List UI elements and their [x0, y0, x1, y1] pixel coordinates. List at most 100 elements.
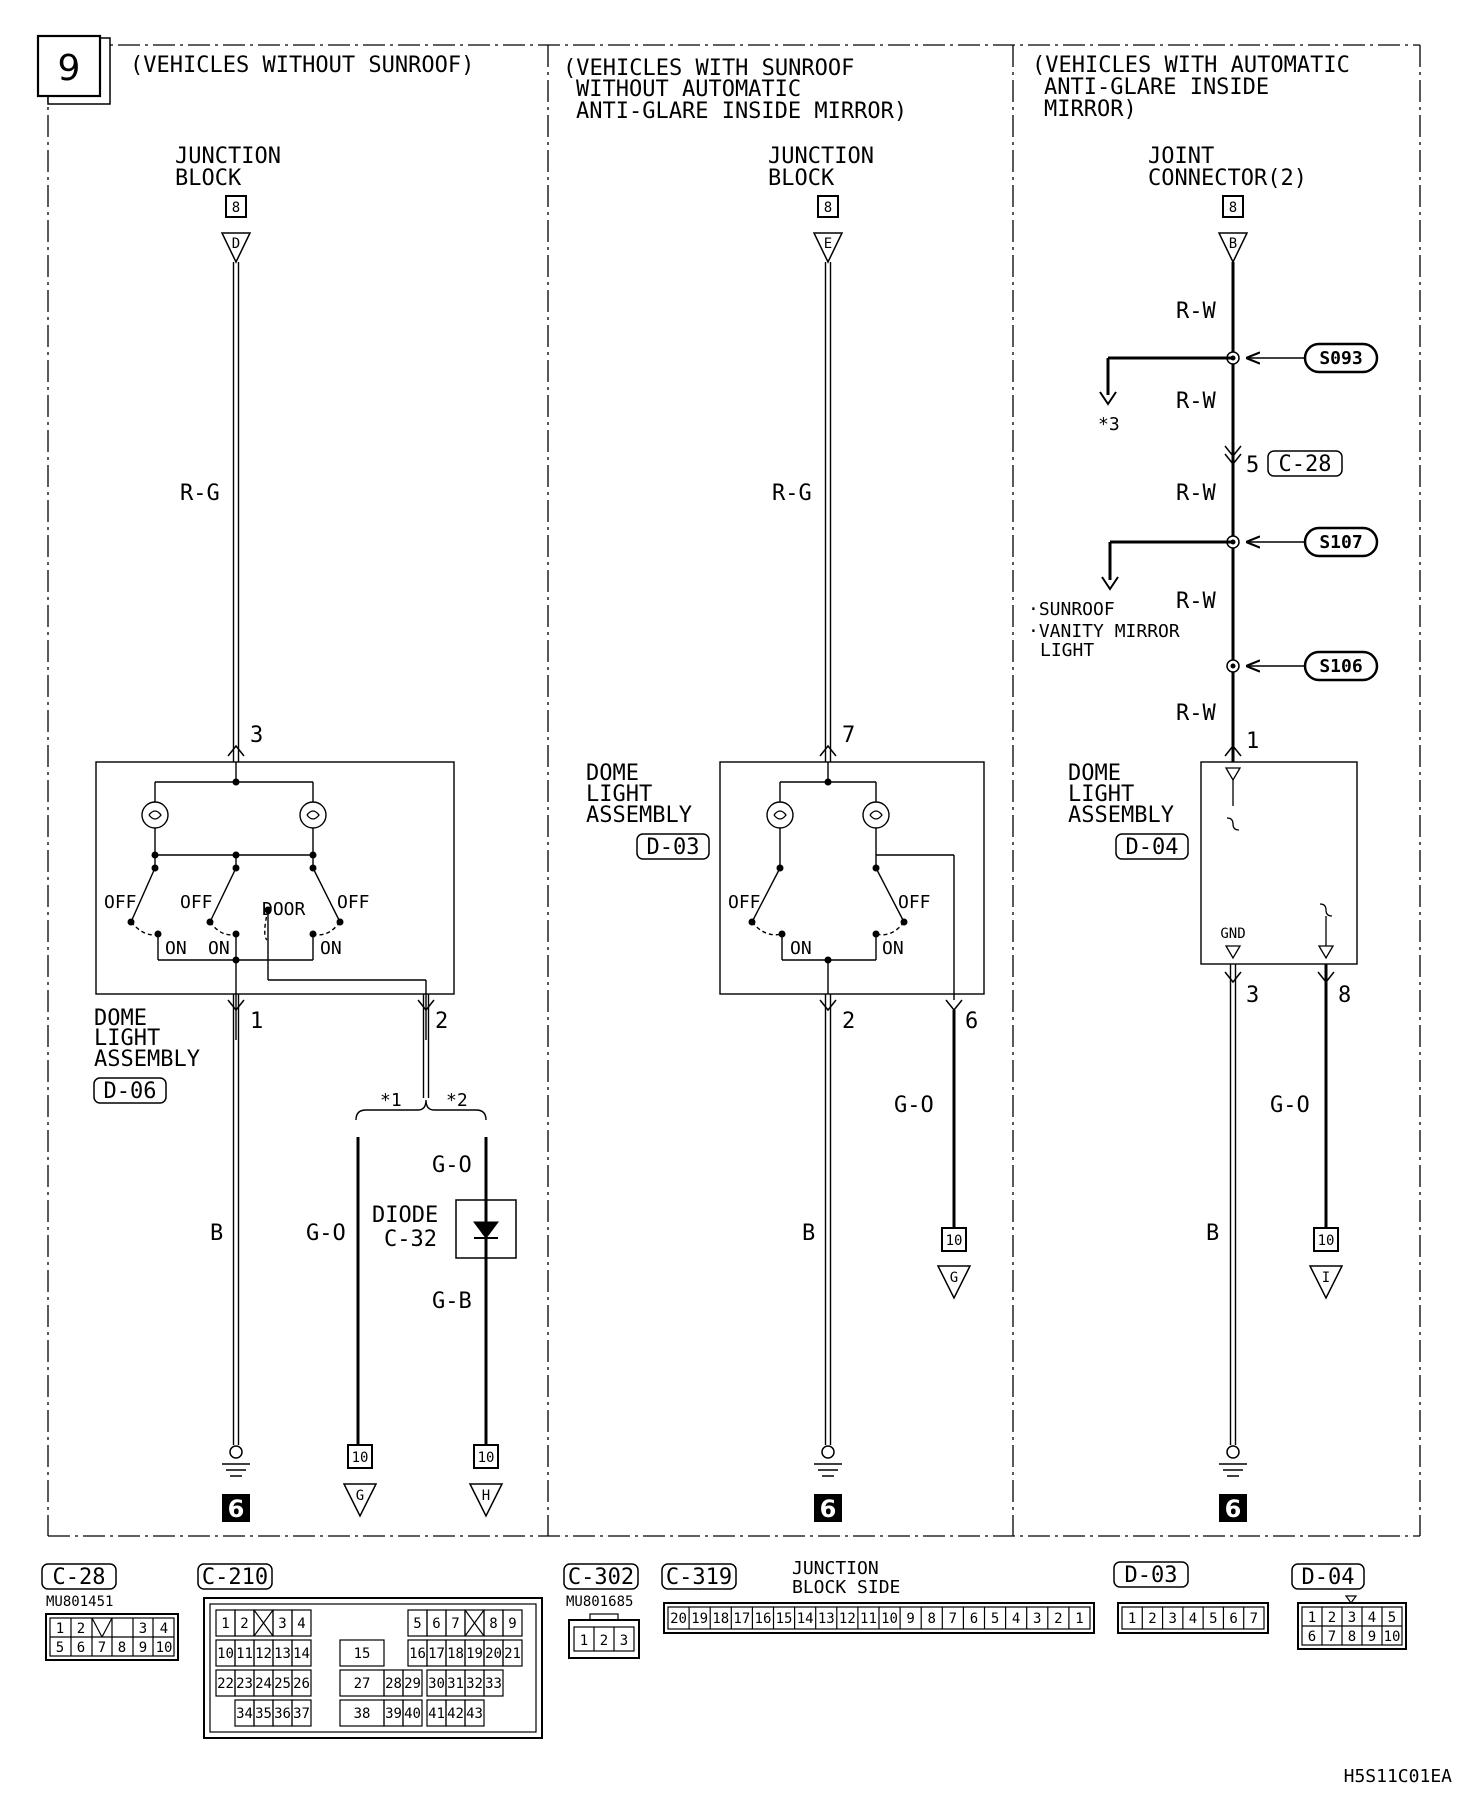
s3-splice-3: S106: [1319, 656, 1362, 677]
c210-pin: 38: [354, 1706, 371, 1722]
c210-pin: 8: [489, 1616, 497, 1632]
s2-comp-label-1: DOME: [586, 761, 639, 786]
s3-wire-rw-4: R-W: [1176, 589, 1216, 614]
c210-pin: 4: [297, 1616, 305, 1632]
d03-pin: 2: [1148, 1611, 1156, 1627]
d04-pin: 7: [1328, 1629, 1336, 1645]
section-3-title-line-3: MIRROR): [1044, 97, 1137, 122]
s2-comp-label-2: LIGHT: [586, 782, 652, 807]
d04-pin: 8: [1348, 1629, 1356, 1645]
s1-dome-light-box: [95, 761, 455, 995]
c210-pin: 39: [385, 1706, 402, 1722]
c319-pin: 8: [928, 1611, 936, 1627]
s2-dome-light-box: [719, 761, 985, 995]
section-2-title-line-3: ANTI-GLARE INSIDE MIRROR): [576, 99, 907, 124]
c319-pin: 5: [991, 1611, 999, 1627]
c319-pin: 12: [839, 1611, 856, 1627]
c210-pin: 30: [428, 1676, 445, 1692]
s3-wire-go-label: G-O: [1270, 1093, 1310, 1118]
c210-pin: 18: [447, 1646, 464, 1662]
s3-comp-label-2: LIGHT: [1068, 782, 1134, 807]
c302-pin: 1: [580, 1633, 588, 1649]
c319-pin: 17: [733, 1611, 750, 1627]
s1-pin-bottom-1: 1: [250, 1009, 263, 1034]
s2-source-label-2: BLOCK: [768, 166, 835, 191]
c319-pin: 9: [906, 1611, 914, 1627]
c28-pin: 10: [156, 1640, 173, 1656]
s1-wire-go-label: G-O: [306, 1221, 346, 1246]
s1-switch-off-2: OFF: [180, 892, 213, 913]
c28-part: MU801451: [46, 1594, 113, 1610]
c210-pin: 11: [236, 1646, 253, 1662]
s3-comp-label-1: DOME: [1068, 761, 1121, 786]
section-1: JUNCTION BLOCK 8 D R-G 3: [93, 144, 517, 1523]
s3-dest-box: 10: [1318, 1233, 1335, 1249]
s2-wire-go-label: G-O: [894, 1093, 934, 1118]
c28-pin: 5: [56, 1640, 64, 1656]
s3-branch-2-line-2: ·VANITY MIRROR: [1028, 621, 1180, 642]
s3-wire-rw-3: R-W: [1176, 481, 1216, 506]
s3-splice-2: S107: [1319, 532, 1362, 553]
s1-diode-label-2: C-32: [384, 1227, 437, 1252]
c319-pin: 15: [776, 1611, 793, 1627]
page-number: 9: [58, 48, 81, 89]
c319-pin: 14: [797, 1611, 814, 1627]
s3-branch-1: *3: [1098, 414, 1120, 435]
d04-pin: 1: [1308, 1610, 1316, 1626]
s3-wire-b-label: B: [1206, 1221, 1219, 1246]
s3-comp-code: D-04: [1126, 835, 1179, 860]
s3-conn-mid: C-28: [1279, 452, 1332, 477]
s1-source-label-1: JUNCTION: [175, 144, 281, 169]
s3-pin-bottom-1: 3: [1246, 983, 1259, 1008]
c319-pin: 11: [860, 1611, 877, 1627]
s3-pin-top: 1: [1246, 729, 1259, 754]
s2-comp-label-3: ASSEMBLY: [586, 803, 692, 828]
d04-pin: 10: [1384, 1629, 1401, 1645]
c210-pin: 26: [293, 1676, 310, 1692]
s2-pin-bottom-1: 2: [842, 1009, 855, 1034]
d04-pin: 3: [1348, 1610, 1356, 1626]
c210-pin: 7: [451, 1616, 459, 1632]
d03-code: D-03: [1125, 1563, 1178, 1588]
c28-code: C-28: [53, 1565, 106, 1590]
s1-comp-label-1: DOME: [94, 1006, 147, 1031]
section-1-title: (VEHICLES WITHOUT SUNROOF): [130, 53, 474, 78]
c210-pin: 22: [217, 1676, 234, 1692]
c319-pin: 19: [691, 1611, 708, 1627]
s2-ground-id: 6: [820, 1495, 837, 1523]
c319-pin: 1: [1075, 1611, 1083, 1627]
s3-comp-label-3: ASSEMBLY: [1068, 803, 1174, 828]
s1-switch-off-3: OFF: [337, 892, 370, 913]
s3-source-label-1: JOINT: [1148, 144, 1214, 169]
s1-wire-gb-label: G-B: [432, 1289, 472, 1314]
s3-source-box: 8: [1229, 200, 1237, 216]
c319-code: C-319: [666, 1565, 732, 1590]
s1-ground-id: 6: [228, 1495, 245, 1523]
s1-switch-door: DOOR: [262, 899, 306, 920]
s1-wire-go2-label: G-O: [432, 1153, 472, 1178]
s3-pin-mid: 5: [1246, 453, 1259, 478]
s1-comp-label-3: ASSEMBLY: [94, 1047, 200, 1072]
c210-pin: 5: [413, 1616, 421, 1632]
c210-pin: 28: [385, 1676, 402, 1692]
s1-pin-bottom-2: 2: [435, 1009, 448, 1034]
d03-pin: 3: [1168, 1611, 1176, 1627]
c210-pin: 13: [274, 1646, 291, 1662]
s3-wire-rw-2: R-W: [1176, 389, 1216, 414]
c319-pin: 6: [970, 1611, 978, 1627]
c319-pin: 3: [1033, 1611, 1041, 1627]
c210-pin: 36: [274, 1706, 291, 1722]
c210-pin: 43: [466, 1706, 483, 1722]
c210-pin: 16: [409, 1646, 426, 1662]
s1-source-connector: D: [232, 236, 240, 252]
c210-pin: 3: [278, 1616, 286, 1632]
c319-pin: 2: [1054, 1611, 1062, 1627]
c319-label-1: JUNCTION: [792, 1558, 879, 1579]
section-3: JOINT CONNECTOR(2) 8 B R-W R-W R-W R-W R…: [1028, 144, 1379, 1523]
s3-source-label-2: CONNECTOR(2): [1148, 166, 1307, 191]
s3-dome-light-box: [1200, 761, 1358, 965]
c28-pin: 7: [98, 1640, 106, 1656]
c319-label-2: BLOCK SIDE: [792, 1577, 900, 1598]
s1-star-2: *2: [446, 1090, 468, 1111]
